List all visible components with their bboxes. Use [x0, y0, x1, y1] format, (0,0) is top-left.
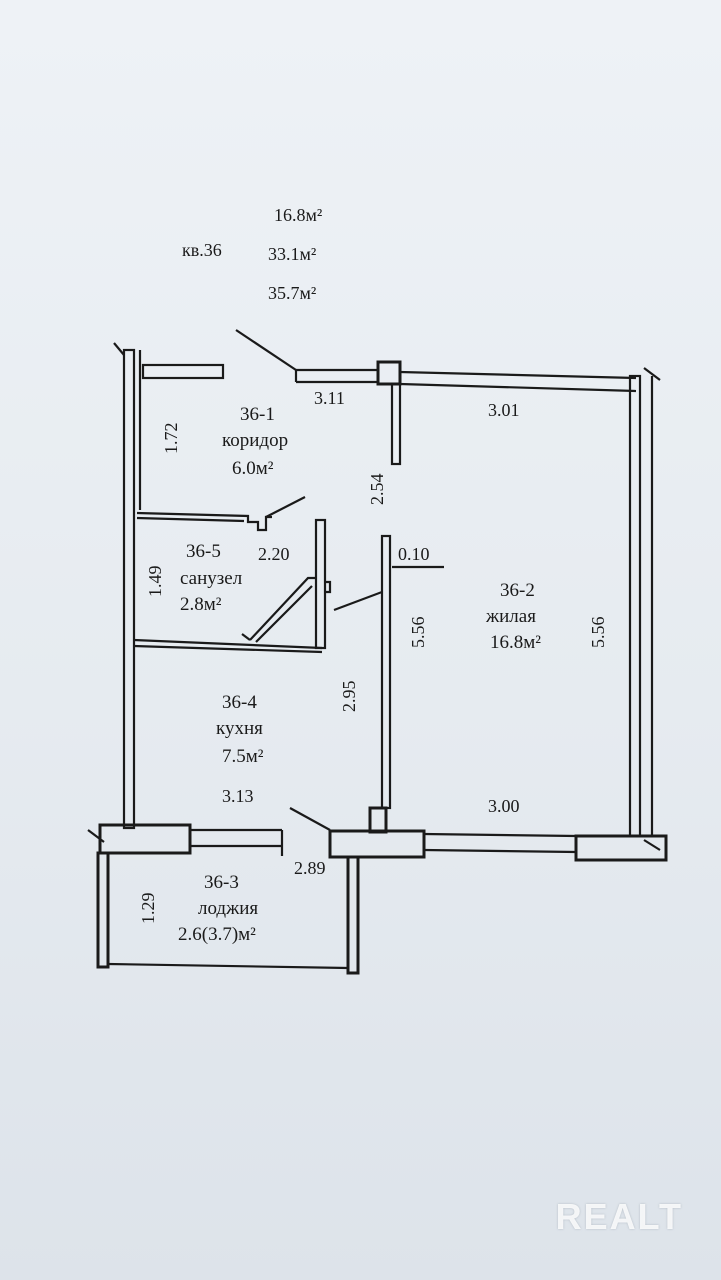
wall-loggia-left-beam [98, 823, 192, 855]
leader-line [235, 329, 297, 371]
bath-fixture [241, 633, 251, 641]
wall-bottom-mid [328, 829, 426, 859]
dim-556-outer: 5.56 [588, 617, 608, 649]
window-line [399, 382, 637, 393]
wall-living-left [380, 534, 392, 810]
dim-301: 3.01 [488, 400, 520, 420]
dim-289: 2.89 [294, 858, 326, 878]
header-apartment: кв.36 [182, 240, 222, 260]
wall-bath-top [136, 511, 272, 532]
room-living-name: жилая [485, 606, 536, 627]
room-living-number: 36-2 [500, 580, 535, 601]
room-corridor-number: 36-1 [240, 404, 275, 425]
dim-010: 0.10 [398, 544, 430, 564]
column-top [376, 360, 402, 386]
wall-loggia-right [346, 855, 360, 975]
room-loggia-number: 36-3 [204, 872, 239, 893]
dim-254: 2.54 [367, 474, 387, 506]
leader-line [289, 807, 331, 831]
wall-bath-notch [325, 580, 332, 594]
break-mark [113, 342, 125, 356]
dim-295: 2.95 [339, 681, 359, 713]
dim-300: 3.00 [488, 796, 520, 816]
window-line [399, 370, 637, 380]
room-loggia-area: 2.6(3.7)м² [178, 924, 256, 945]
window-line [423, 848, 577, 854]
room-loggia-name: лоджия [198, 898, 258, 919]
room-corridor-name: коридор [222, 430, 288, 451]
wall-bath-top-inner [136, 516, 245, 523]
dim-311: 3.11 [314, 388, 345, 408]
wall-bath-bottom-inner [133, 644, 323, 654]
dim-313: 3.13 [222, 786, 254, 806]
dim-172: 1.72 [161, 423, 181, 455]
wall-right-inner [628, 374, 642, 838]
wall-corridor-stub [390, 382, 402, 466]
room-corridor-area: 6.0м² [232, 458, 274, 479]
dim-129: 1.29 [138, 893, 158, 925]
room-bathroom-area: 2.8м² [180, 594, 222, 615]
room-kitchen-area: 7.5м² [222, 746, 264, 767]
wall-corridor-top [141, 363, 225, 380]
wall-bottom-right [574, 834, 668, 862]
room-kitchen-name: кухня [216, 718, 263, 739]
leader-line [265, 496, 306, 518]
break-mark [643, 839, 661, 851]
break-mark [87, 829, 105, 843]
header-area-total: 35.7м² [268, 283, 317, 303]
walls [87, 329, 668, 975]
header-area-living-aux: 33.1м² [268, 244, 317, 264]
room-living-area: 16.8м² [490, 632, 541, 653]
dim-149: 1.49 [145, 566, 165, 598]
bath-fixture [249, 576, 316, 643]
dim-220: 2.20 [258, 544, 290, 564]
realt-watermark: REALT [555, 1196, 683, 1237]
wall-left-outer [122, 348, 136, 830]
leader-line [333, 590, 383, 612]
wall-loggia-bottom [107, 962, 349, 970]
room-kitchen-number: 36-4 [222, 692, 257, 713]
wall-bath-bottom [133, 638, 323, 650]
header-area-living: 16.8м² [274, 205, 323, 225]
window-line [423, 832, 577, 838]
column-bottom [368, 806, 388, 834]
wall-loggia-left [96, 851, 110, 969]
break-mark [643, 367, 661, 381]
wall-bath-right [314, 518, 327, 650]
room-bathroom-name: санузел [180, 568, 243, 589]
dim-556-inner: 5.56 [408, 617, 428, 649]
room-bathroom-number: 36-5 [186, 541, 221, 562]
